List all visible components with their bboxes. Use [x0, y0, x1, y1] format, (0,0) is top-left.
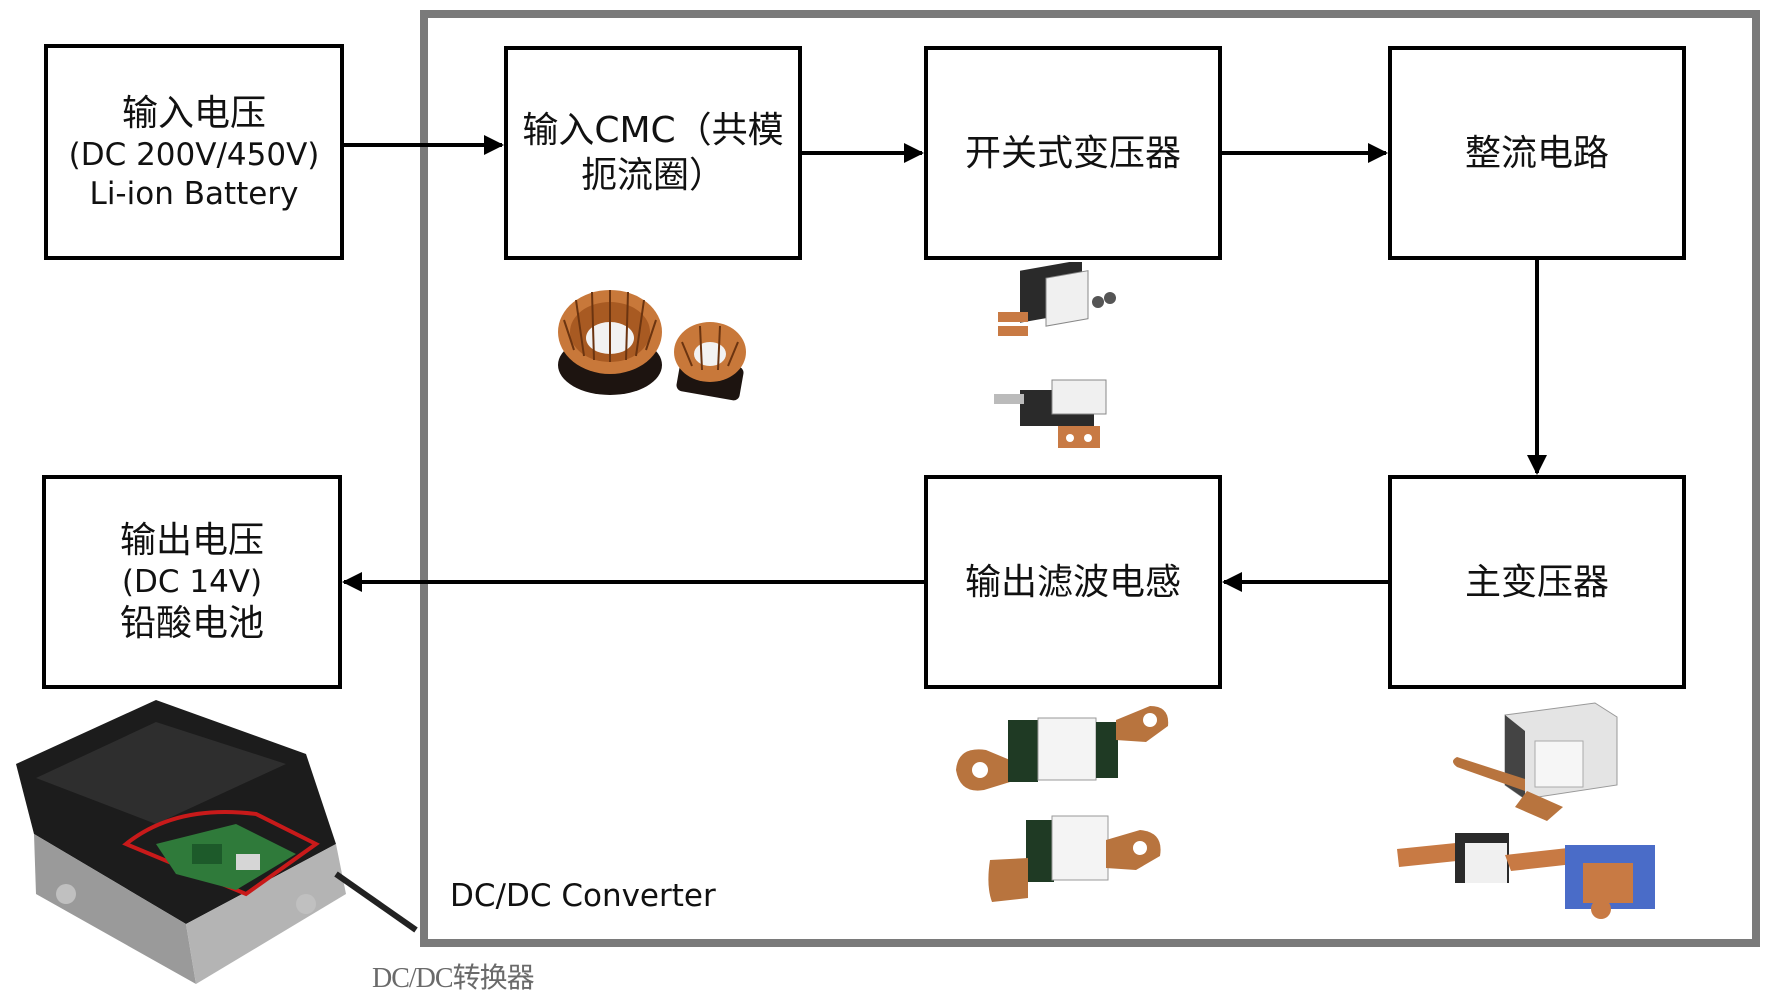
toroidal-choke-image — [558, 290, 746, 401]
converter-photo-caption: DC/DC转换器 — [372, 963, 535, 994]
node-switch-transformer: 开关式变压器 — [924, 46, 1222, 260]
node-input-line-2: (DC 200V/450V) — [68, 136, 320, 173]
node-output-inductor-label: 输出滤波电感 — [964, 561, 1181, 603]
boundary-label: DC/DC Converter — [450, 878, 716, 914]
node-output-line-3: 铅酸电池 — [119, 603, 264, 645]
node-cmc-line-2: 扼流圈） — [580, 155, 725, 196]
dcdc-converter-unit-image — [16, 700, 418, 984]
switching-transformer-image — [994, 262, 1116, 448]
node-input-cmc: 输入CMC（共模 扼流圈） — [504, 46, 802, 260]
node-output-line-2: (DC 14V) — [121, 563, 263, 600]
node-output-voltage: 输出电压 (DC 14V) 铅酸电池 — [42, 475, 342, 689]
main-transformer-image — [1397, 702, 1655, 919]
node-input-line-3: Li-ion Battery — [89, 175, 299, 212]
output-inductor-image — [956, 706, 1169, 902]
node-cmc-line-1: 输入CMC（共模 — [522, 110, 784, 151]
node-output-line-1: 输出电压 — [119, 519, 264, 561]
node-main-transformer-label: 主变压器 — [1464, 561, 1609, 603]
node-rectifier: 整流电路 — [1388, 46, 1686, 260]
node-input-line-1: 输入电压 — [121, 92, 266, 134]
node-main-transformer: 主变压器 — [1388, 475, 1686, 689]
dcdc-converter-boundary — [420, 10, 1760, 947]
node-output-inductor: 输出滤波电感 — [924, 475, 1222, 689]
node-switch-transformer-label: 开关式变压器 — [964, 132, 1181, 174]
node-input-voltage: 输入电压 (DC 200V/450V) Li-ion Battery — [44, 44, 344, 260]
node-rectifier-label: 整流电路 — [1464, 132, 1609, 174]
